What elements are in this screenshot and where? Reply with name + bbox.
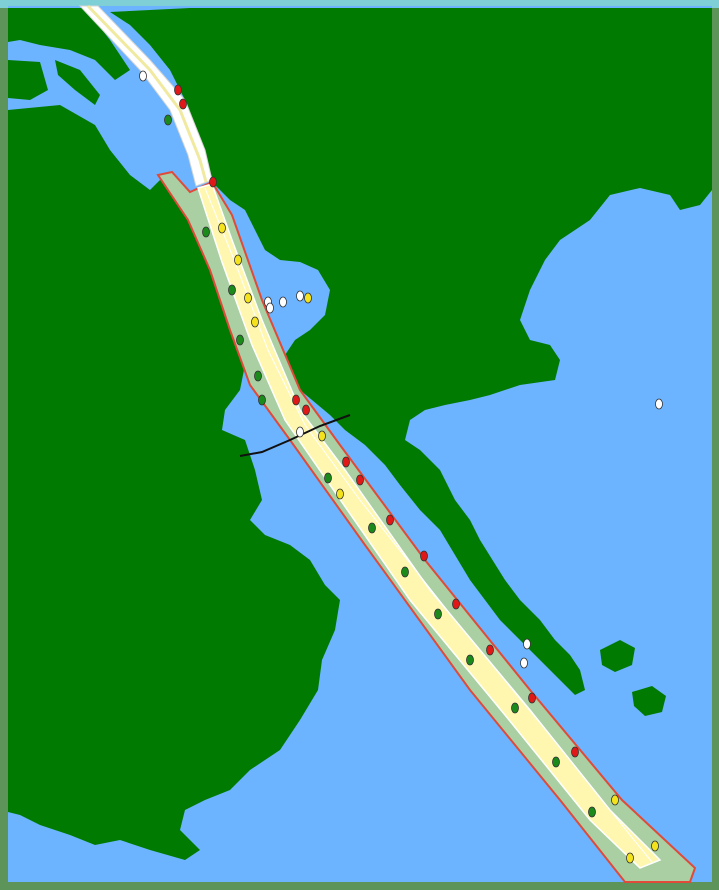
navigation-buoy-icon[interactable] [571, 746, 579, 758]
navigation-buoy-icon[interactable] [302, 404, 310, 416]
navigation-buoy-icon[interactable] [236, 334, 244, 346]
navigation-buoy-icon[interactable] [292, 394, 300, 406]
navigation-buoy-icon[interactable] [209, 176, 217, 188]
navigation-buoy-icon[interactable] [296, 290, 304, 302]
navigation-buoy-icon[interactable] [318, 430, 326, 442]
navigation-buoy-icon[interactable] [218, 222, 226, 234]
navigation-buoy-icon[interactable] [279, 296, 287, 308]
navigation-buoy-icon[interactable] [520, 657, 528, 669]
buoy-group [139, 70, 663, 864]
navigation-buoy-icon[interactable] [486, 644, 494, 656]
navigation-buoy-icon[interactable] [258, 394, 266, 406]
navigation-buoy-icon[interactable] [552, 756, 560, 768]
northeast-landmass [110, 8, 712, 695]
upper-river-centerline [86, 4, 208, 183]
navigation-buoy-icon[interactable] [336, 488, 344, 500]
navigation-buoy-icon[interactable] [466, 654, 474, 666]
navigation-buoy-icon[interactable] [179, 98, 187, 110]
fairway-lane [197, 183, 662, 869]
navigation-buoy-icon[interactable] [304, 292, 312, 304]
navigation-buoy-icon[interactable] [386, 514, 394, 526]
navigation-buoy-icon[interactable] [254, 370, 262, 382]
navigation-buoy-icon[interactable] [368, 522, 376, 534]
navigation-buoy-icon[interactable] [651, 840, 659, 852]
navigation-buoy-icon[interactable] [296, 426, 304, 438]
island-east-1 [600, 640, 635, 672]
west-landmass [8, 60, 340, 860]
navigation-buoy-icon[interactable] [228, 284, 236, 296]
navigation-buoy-icon[interactable] [528, 692, 536, 704]
top-edge-strip [0, 0, 719, 8]
spit-northwest [55, 60, 100, 105]
navigation-buoy-icon[interactable] [611, 794, 619, 806]
navigation-buoy-icon[interactable] [434, 608, 442, 620]
navigation-buoy-icon[interactable] [324, 472, 332, 484]
navigation-buoy-icon[interactable] [234, 254, 242, 266]
navigation-buoy-icon[interactable] [356, 474, 364, 486]
navigation-buoy-icon[interactable] [588, 806, 596, 818]
navigation-buoy-icon[interactable] [251, 316, 259, 328]
island-east-2 [632, 686, 666, 716]
navigation-buoy-icon[interactable] [202, 226, 210, 238]
fairway-centerline [204, 187, 653, 863]
navigation-buoy-icon[interactable] [511, 702, 519, 714]
island-northwest [8, 8, 130, 80]
navigation-buoy-icon[interactable] [244, 292, 252, 304]
navigation-buoy-icon[interactable] [139, 70, 147, 82]
navigation-buoy-icon[interactable] [342, 456, 350, 468]
dredged-channel-area [156, 170, 697, 883]
navigation-buoy-icon[interactable] [420, 550, 428, 562]
navigation-buoy-icon[interactable] [655, 398, 663, 410]
navigation-buoy-icon[interactable] [626, 852, 634, 864]
navigation-buoy-icon[interactable] [401, 566, 409, 578]
navigation-buoy-icon[interactable] [174, 84, 182, 96]
navigation-buoy-icon[interactable] [452, 598, 460, 610]
navigation-buoy-icon[interactable] [164, 114, 172, 126]
navigation-buoy-icon[interactable] [266, 302, 274, 314]
submarine-cable-line [239, 414, 351, 457]
navigation-buoy-icon[interactable] [523, 638, 531, 650]
